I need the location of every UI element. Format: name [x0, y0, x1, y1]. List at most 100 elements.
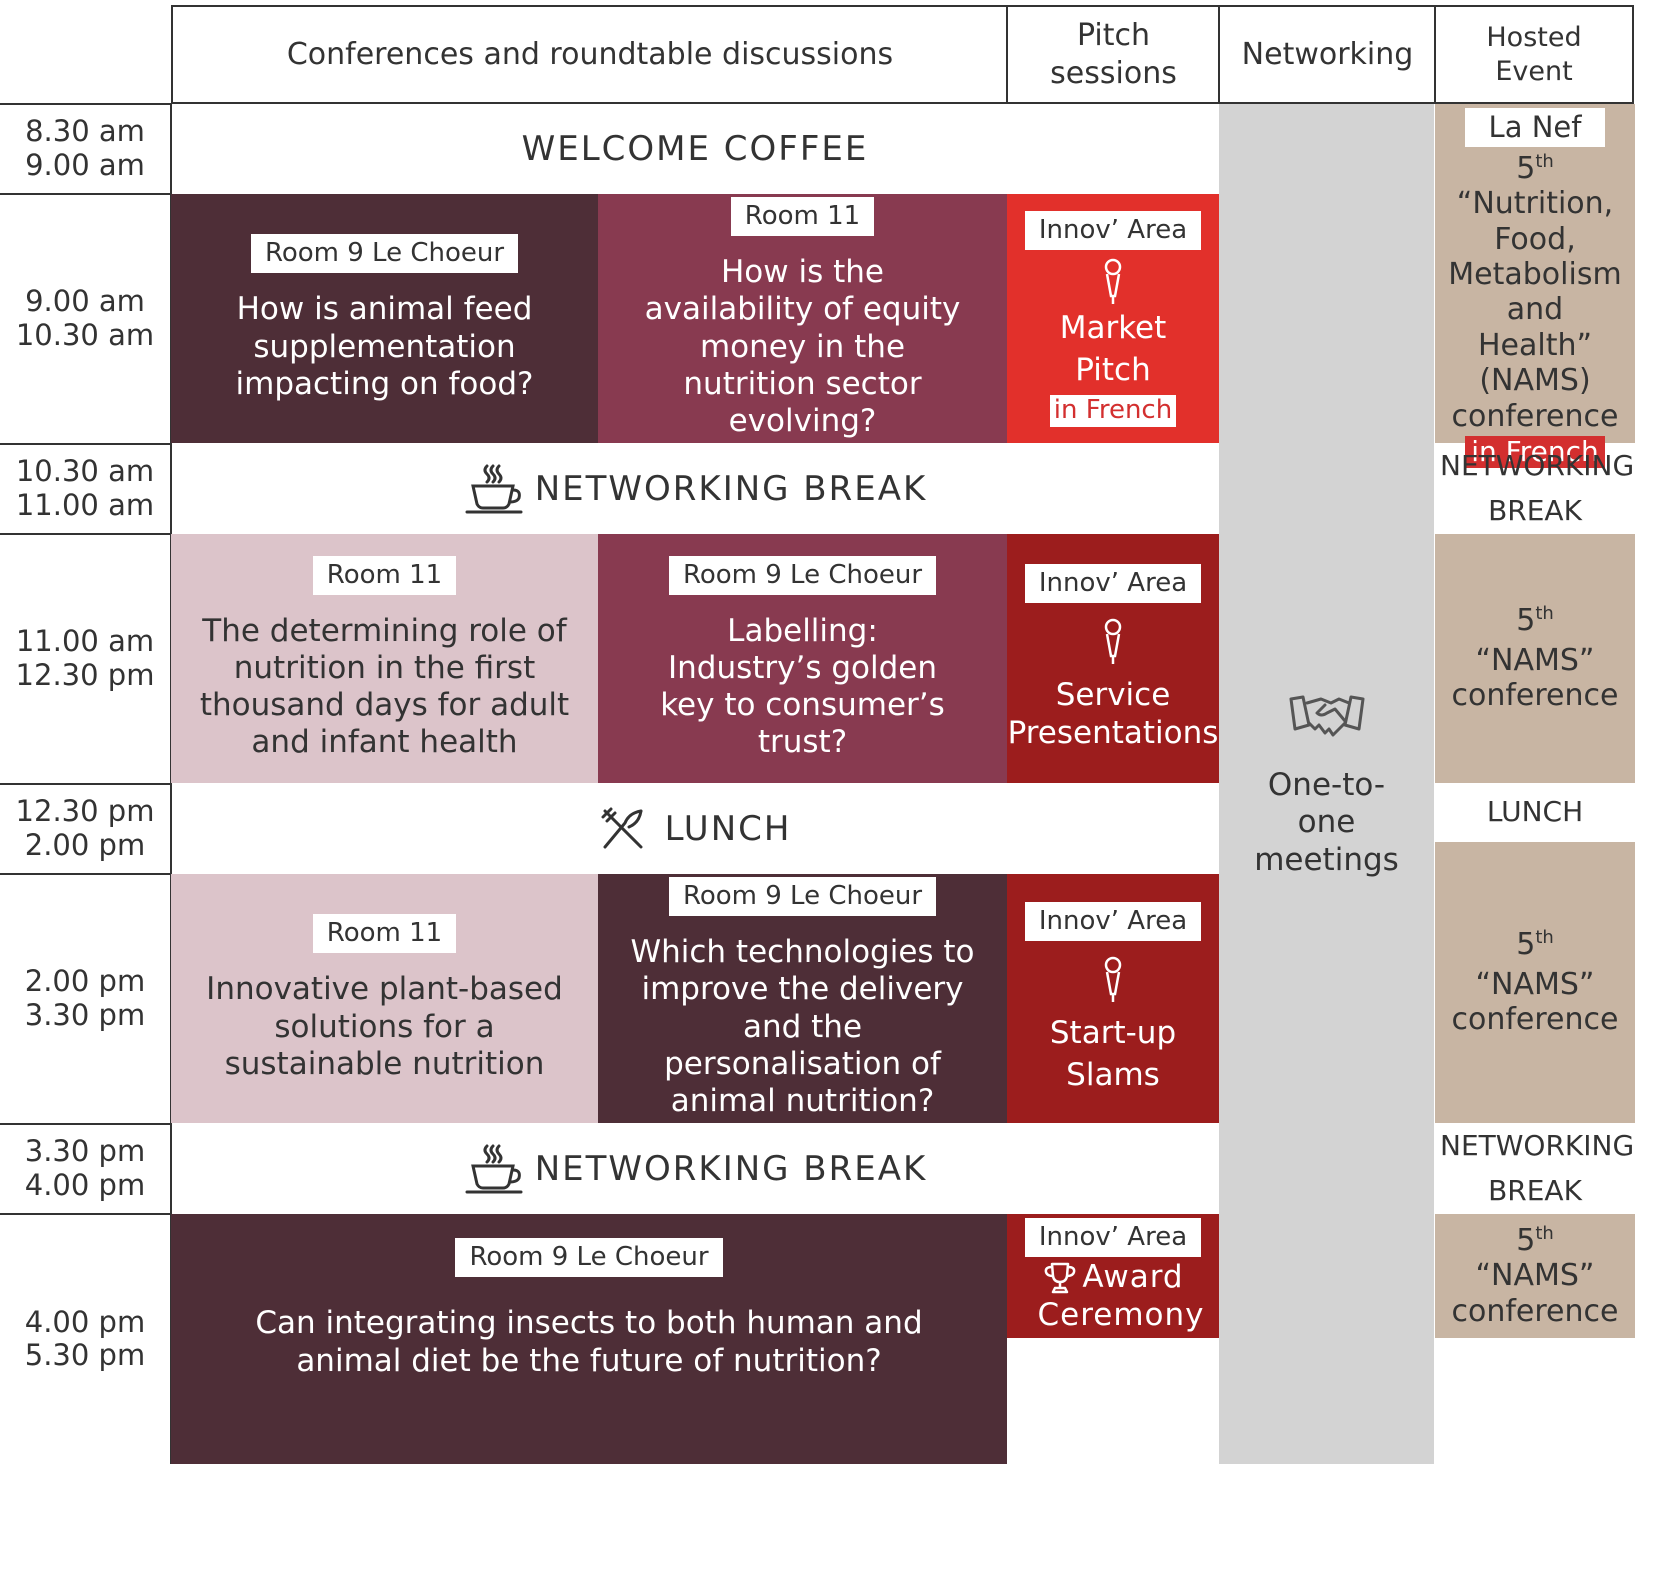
pitch-market: Innov’ Area Market Pitch in French	[1007, 194, 1219, 443]
session-title: How is the availability of equity money …	[644, 254, 961, 439]
area-tag: Innov’ Area	[1024, 1217, 1202, 1257]
hosted-networking-break-1: NETWORKING BREAK	[1435, 444, 1635, 533]
lunch-band: LUNCH	[171, 784, 1219, 873]
time-divider	[0, 103, 172, 105]
time-start: 4.00 pm	[24, 1304, 146, 1339]
hosted-nams-label: “NAMS” conference	[1451, 642, 1619, 714]
hosted-edition-sup: th	[1535, 1222, 1554, 1244]
session-title: Innovative plant-based solutions for a s…	[206, 971, 563, 1082]
pitch-line2: Pitch	[1075, 351, 1151, 388]
hosted-nams-2: 5th “NAMS” conference	[1435, 534, 1635, 783]
networking-break-label: NETWORKING BREAK	[534, 1148, 928, 1189]
header-pitch-label: Pitch sessions	[1050, 18, 1177, 91]
header-hosted: Hosted Event	[1434, 5, 1634, 104]
header-networking: Networking	[1218, 5, 1435, 104]
pitch-line1: Start-up	[1049, 1015, 1177, 1052]
time-start: 3.30 pm	[24, 1134, 146, 1169]
time-divider	[0, 193, 172, 195]
time-end: 9.00 am	[25, 147, 145, 182]
time-start: 10.30 am	[15, 454, 155, 489]
session-room11-first-thousand-days: Room 11 The determining role of nutritio…	[171, 534, 598, 783]
microphone-icon	[1102, 258, 1124, 306]
time-end: 2.00 pm	[24, 827, 146, 862]
hosted-edition-sup: th	[1535, 927, 1554, 949]
networking-break-band-2: NETWORKING BREAK	[171, 1124, 1219, 1213]
session-room9-feed: Room 9 Le Choeur How is animal feed supp…	[171, 194, 598, 443]
hosted-edition-num: 5	[1516, 150, 1536, 186]
room-tag: Room 11	[312, 555, 457, 595]
hosted-title: “Nutrition, Food, Metabolism and Health”…	[1448, 186, 1622, 434]
time-divider	[0, 873, 172, 875]
hosted-edition: 5th	[1516, 927, 1554, 962]
pitch-line2: Ceremony	[1037, 1296, 1205, 1333]
pitch-award: Innov’ Area Award Ceremony	[1007, 1214, 1219, 1338]
hosted-nams-3: 5th “NAMS” conference	[1435, 842, 1635, 1123]
time-divider	[0, 443, 172, 445]
time-divider	[0, 783, 172, 785]
networking-label: One-to-one meetings	[1254, 767, 1399, 878]
venue-tag: La Nef	[1464, 108, 1606, 147]
area-tag: Innov’ Area	[1024, 210, 1202, 250]
pitch-line2: Slams	[1066, 1057, 1160, 1094]
handshake-icon	[1287, 689, 1367, 741]
award-line: Award	[1042, 1259, 1183, 1297]
hosted-nams-label: “NAMS” conference	[1451, 966, 1619, 1038]
hosted-lunch: LUNCH	[1435, 784, 1635, 841]
header-hosted-label: Hosted Event	[1486, 21, 1582, 87]
hosted-networking-break-2: NETWORKING BREAK	[1435, 1124, 1635, 1213]
welcome-coffee-label: WELCOME COFFEE	[521, 128, 869, 169]
pitch-service: Innov’ Area Service Presentations	[1007, 534, 1219, 783]
session-title: Labelling: Industry’s golden key to cons…	[660, 612, 945, 761]
time-slot-4: 11.00 am 12.30 pm	[0, 534, 170, 783]
header-conferences-label: Conferences and roundtable discussions	[286, 36, 894, 72]
time-end: 11.00 am	[15, 487, 155, 522]
hosted-language: in French	[1465, 435, 1605, 469]
fork-knife-icon	[599, 805, 647, 853]
networking-column: One-to-one meetings	[1219, 104, 1434, 1464]
session-title: Can integrating insects to both human an…	[255, 1305, 923, 1379]
time-divider	[0, 1213, 172, 1215]
coffee-cup-icon	[463, 462, 525, 516]
room-tag: Room 11	[730, 196, 875, 237]
hosted-edition-num: 5	[1516, 603, 1536, 639]
pitch-line1: Service	[1055, 677, 1171, 714]
session-room9-technologies: Room 9 Le Choeur Which technologies to i…	[598, 874, 1007, 1123]
pitch-line2: Presentations	[1007, 715, 1219, 752]
time-slot-6: 2.00 pm 3.30 pm	[0, 874, 170, 1123]
session-room9-insects: Room 9 Le Choeur Can integrating insects…	[171, 1214, 1007, 1464]
hosted-edition-sup: th	[1535, 603, 1554, 625]
session-title: How is animal feed supplementation impac…	[235, 291, 534, 402]
hosted-break-label: NETWORKING BREAK	[1440, 448, 1635, 527]
time-end: 10.30 am	[15, 317, 155, 352]
session-room9-labelling: Room 9 Le Choeur Labelling: Industry’s g…	[598, 534, 1007, 783]
pitch-line1: Market	[1059, 309, 1167, 346]
time-slot-5: 12.30 pm 2.00 pm	[0, 784, 170, 873]
hosted-edition-sup: th	[1535, 150, 1554, 172]
time-slot-3: 10.30 am 11.00 am	[0, 444, 170, 533]
hosted-nams-4: 5th “NAMS” conference	[1435, 1214, 1635, 1338]
hosted-nams-label: “NAMS” conference	[1451, 1258, 1619, 1329]
room-tag: Room 9 Le Choeur	[668, 876, 937, 917]
time-column-edge	[170, 103, 172, 1464]
hosted-edition: 5th	[1516, 1223, 1554, 1258]
header-networking-label: Networking	[1241, 36, 1414, 72]
networking-break-band: NETWORKING BREAK	[171, 444, 1219, 533]
room-tag: Room 9 Le Choeur	[455, 1238, 723, 1278]
lunch-label: LUNCH	[664, 808, 792, 849]
time-slot-8: 4.00 pm 5.30 pm	[0, 1214, 170, 1464]
time-slot-2: 9.00 am 10.30 am	[0, 194, 170, 443]
area-tag: Innov’ Area	[1024, 564, 1202, 604]
coffee-cup-icon	[463, 1142, 525, 1196]
room-tag: Room 9 Le Choeur	[250, 234, 519, 274]
header-pitch: Pitch sessions	[1006, 5, 1219, 104]
session-title: The determining role of nutrition in the…	[199, 612, 570, 761]
pitch-startup: Innov’ Area Start-up Slams	[1007, 874, 1219, 1123]
session-room11-plant-based: Room 11 Innovative plant-based solutions…	[171, 874, 598, 1123]
time-start: 12.30 pm	[15, 794, 155, 829]
welcome-coffee-band: WELCOME COFFEE	[171, 104, 1219, 193]
time-end: 5.30 pm	[24, 1338, 146, 1372]
room-tag: Room 9 Le Choeur	[668, 555, 937, 595]
hosted-nams-main: La Nef 5th “Nutrition, Food, Metabolism …	[1435, 104, 1635, 469]
microphone-icon	[1102, 617, 1124, 667]
trophy-icon	[1042, 1260, 1078, 1296]
